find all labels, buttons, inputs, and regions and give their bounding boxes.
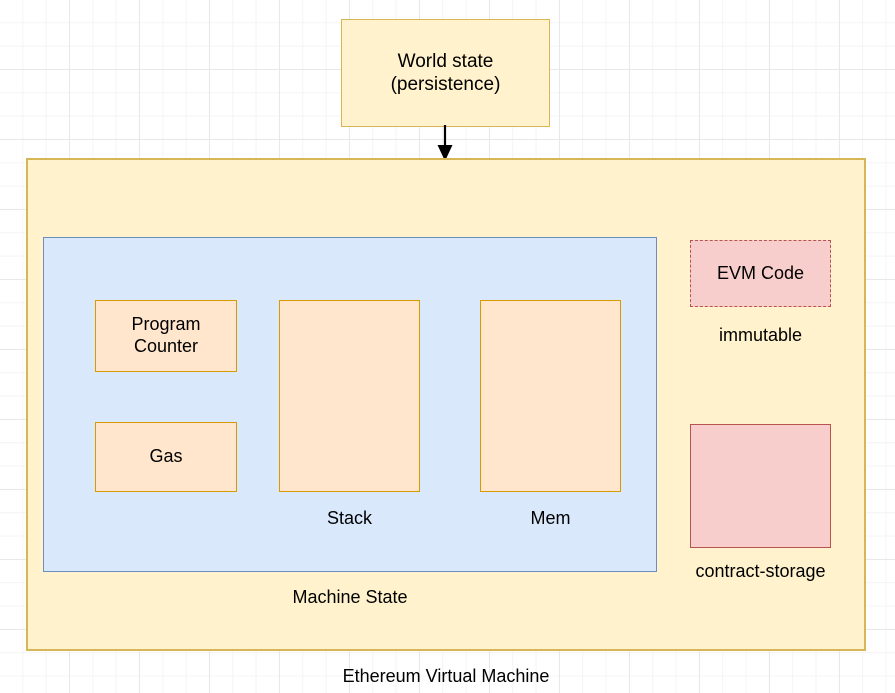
evm-code-node[interactable]: EVM Code <box>690 240 831 307</box>
gas-label: Gas <box>149 446 183 467</box>
arrow-world-state-to-evm <box>425 120 465 164</box>
world-state-text: World state (persistence) <box>391 50 501 96</box>
contract-storage-node[interactable] <box>690 424 831 548</box>
evm-code-caption-immutable: immutable <box>718 325 803 345</box>
program-counter-line-1: Program <box>131 314 201 335</box>
machine-state-label: Machine State <box>292 587 408 607</box>
mem-label: Mem <box>530 508 571 528</box>
gas-node[interactable]: Gas <box>95 422 237 492</box>
contract-storage-label: contract-storage <box>695 561 826 581</box>
program-counter-text: Program Counter <box>131 314 200 358</box>
stack-node[interactable] <box>279 300 420 492</box>
ethereum-virtual-machine-label: Ethereum Virtual Machine <box>342 666 550 686</box>
arrow-down-icon <box>437 125 453 161</box>
evm-code-label: EVM Code <box>716 262 805 283</box>
program-counter-line-2: Counter <box>133 336 199 356</box>
mem-node[interactable] <box>480 300 621 492</box>
world-state-line-2: (persistence) <box>390 74 501 95</box>
world-state-line-1: World state <box>397 50 494 72</box>
program-counter-node[interactable]: Program Counter <box>95 300 237 372</box>
stack-label: Stack <box>326 508 373 528</box>
world-state-node[interactable]: World state (persistence) <box>341 19 550 127</box>
